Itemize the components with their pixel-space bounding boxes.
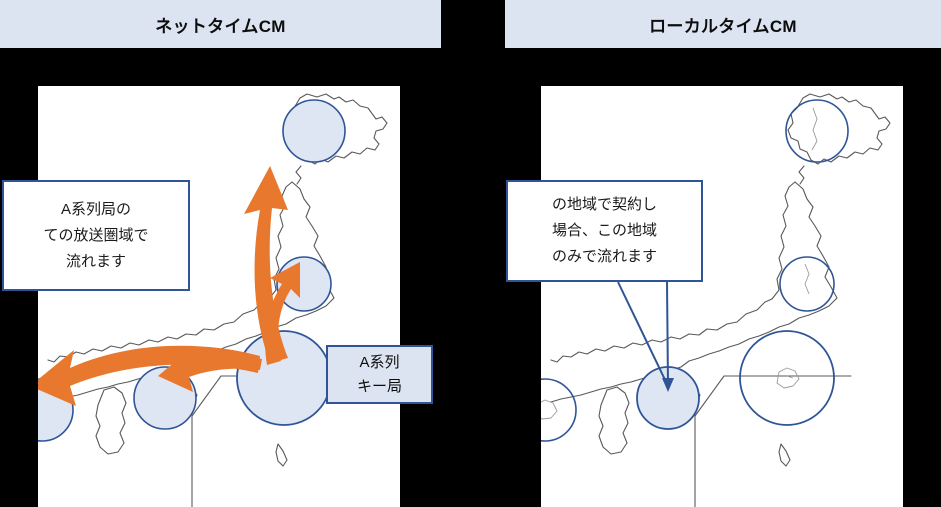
header-net-time-cm-title: ネットタイムCM xyxy=(155,16,286,36)
note-line-1: A系列局の xyxy=(60,200,131,218)
distribution-arrows xyxy=(38,166,300,406)
okinawa-islands xyxy=(778,443,791,467)
fukuoka-circle xyxy=(541,378,577,442)
honshu-pacific-coast xyxy=(47,181,335,403)
tokyo-circle xyxy=(739,330,835,426)
japan-map-right xyxy=(541,93,891,507)
tsugaru-strait-line xyxy=(798,165,805,185)
hokkaido-outline xyxy=(787,93,891,165)
hokkaido-detail xyxy=(811,107,818,151)
kyushu-outline xyxy=(598,386,630,455)
note-box-local-time: の地域で契約し 場合、この地域 のみで流れます xyxy=(506,180,703,282)
osaka-circle xyxy=(636,366,700,430)
miyagi-detail xyxy=(804,263,810,295)
note-line-2: ての放送圏域で xyxy=(43,226,149,244)
arrow-to-fukuoka xyxy=(38,345,260,406)
okinawa-inset-frame xyxy=(694,375,852,507)
header-local-time-cm-title: ローカルタイムCM xyxy=(649,16,797,36)
kyushu-outline xyxy=(95,386,127,455)
honshu-outline xyxy=(47,181,293,363)
map-panel-local-time xyxy=(541,86,903,507)
hokkaido-circle xyxy=(785,99,849,163)
tokyo-key-circle xyxy=(236,330,332,426)
note-box-net-time: A系列局の ての放送圏域で 流れます xyxy=(2,180,190,291)
hokkaido-circle xyxy=(282,99,346,163)
honshu-outline xyxy=(550,181,796,363)
arrow-to-hokkaido xyxy=(244,166,288,363)
note-line-3: 流れます xyxy=(65,252,126,270)
note-line-2: 場合、この地域 xyxy=(551,222,657,239)
kanto-detail xyxy=(776,367,800,389)
note-line-3: のみで流れます xyxy=(551,248,657,265)
kyushu-detail xyxy=(541,399,558,420)
broadcast-circles-left xyxy=(38,99,346,442)
header-local-time-cm: ローカルタイムCM xyxy=(505,0,941,48)
sendai-circle xyxy=(779,256,835,312)
okinawa-islands xyxy=(275,443,288,467)
tsugaru-strait-line xyxy=(295,165,302,185)
japan-map-left xyxy=(38,93,388,507)
header-net-time-cm: ネットタイムCM xyxy=(0,0,441,48)
key-station-label: A系列 キー局 xyxy=(326,345,433,404)
key-station-line-2: キー局 xyxy=(356,377,402,395)
map-panel-net-time xyxy=(38,86,400,507)
arrow-to-sendai xyxy=(265,262,300,365)
key-station-line-1: A系列 xyxy=(359,353,400,371)
note-line-1: の地域で契約し xyxy=(551,196,657,213)
